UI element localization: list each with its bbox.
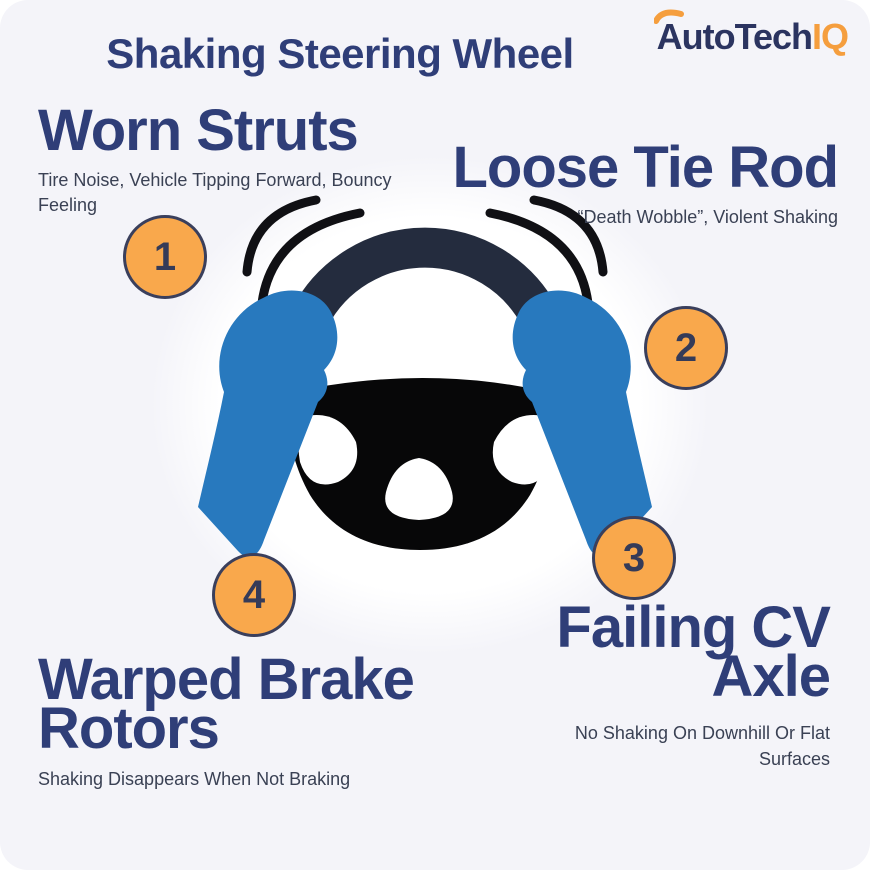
cause-subtitle: Shaking Disappears When Not Braking: [38, 769, 351, 790]
logo-text-main: AutoTech: [656, 16, 813, 57]
cause-warped-brake-rotors: Warped Brake Rotors Shaking Disappears W…: [38, 647, 508, 793]
hub-cutout-right: [492, 415, 552, 485]
cause-title: Worn Struts: [38, 98, 359, 163]
logo-text-iq: IQ: [811, 16, 849, 57]
cause-loose-tie-rod: Loose Tie Rod “Death Wobble”, Violent Sh…: [418, 135, 839, 230]
cause-number-badge-4: 4: [212, 553, 296, 637]
cause-number-badge-1: 1: [123, 215, 207, 299]
page-title: Shaking Steering Wheel: [106, 30, 574, 77]
cause-number-badge-3: 3: [592, 516, 676, 600]
cause-number-badge-2: 2: [644, 306, 728, 390]
shake-arc-right-outer-icon: [529, 195, 608, 277]
shake-arc-left-inner-icon: [257, 208, 365, 308]
shake-arc-left-outer-icon: [242, 195, 321, 277]
left-hand: [198, 290, 338, 558]
steering-wheel-rim: [290, 227, 560, 337]
hub-cutout-bottom: [385, 458, 453, 520]
cause-title: Warped Brake Rotors: [38, 647, 415, 761]
autotechiq-logo: AutoTechIQ: [653, 9, 849, 58]
cause-worn-struts: Worn Struts Tire Noise, Vehicle Tipping …: [38, 98, 438, 218]
cause-subtitle: Tire Noise, Vehicle Tipping Forward, Bou…: [38, 169, 392, 215]
cause-failing-cv-axle: Failing CV Axle No Shaking On Downhill O…: [510, 595, 831, 772]
cause-subtitle: No Shaking On Downhill Or Flat Surfaces: [574, 723, 830, 769]
cause-title: Failing CV Axle: [556, 595, 831, 709]
cause-title: Loose Tie Rod: [452, 135, 839, 200]
hub-cutout-left: [298, 415, 358, 485]
cause-subtitle: “Death Wobble”, Violent Shaking: [577, 206, 839, 227]
shake-arc-right-inner-icon: [485, 208, 593, 308]
right-hand: [512, 290, 652, 558]
logo-swoosh-icon: [653, 9, 684, 24]
